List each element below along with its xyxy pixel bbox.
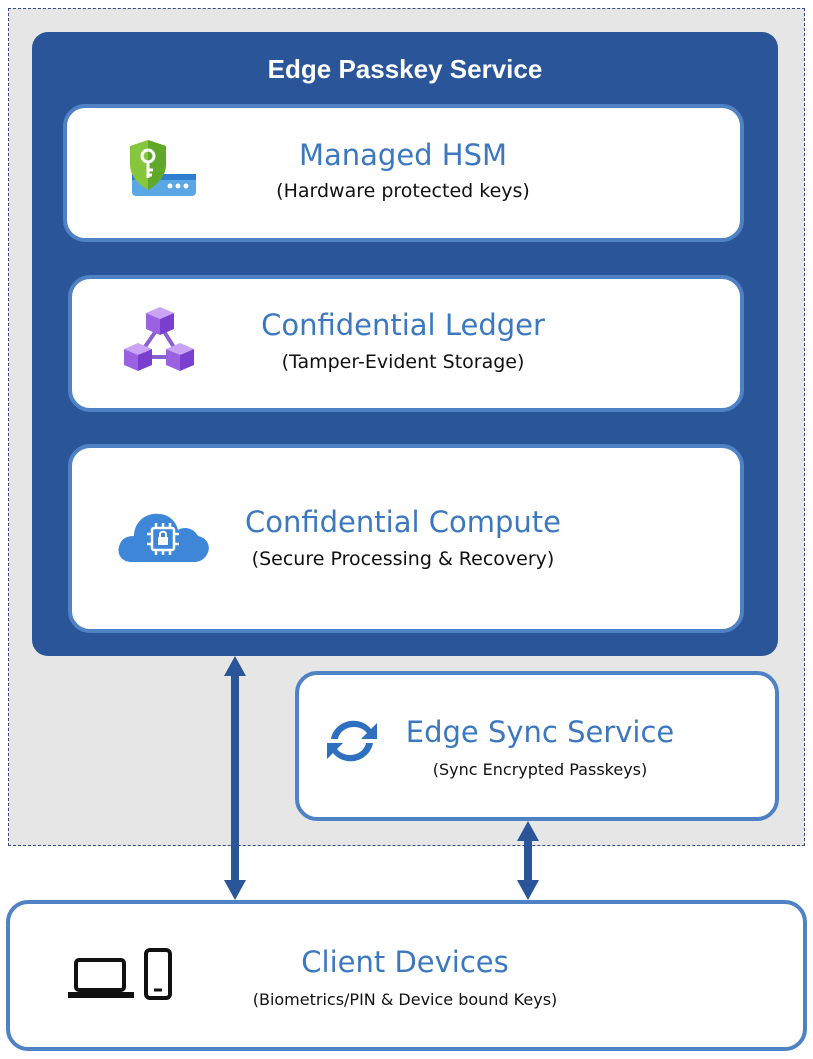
confidential-ledger-subtitle: (Tamper-Evident Storage) xyxy=(281,351,525,373)
cloud-chip-icon xyxy=(118,513,209,562)
managed-hsm-title: Managed HSM xyxy=(298,138,508,172)
confidential-compute-title: Confidential Compute xyxy=(245,505,561,539)
confidential-ledger-title: Confidential Ledger xyxy=(261,308,545,342)
ledger-cubes-icon xyxy=(124,307,194,371)
client-devices-title: Client Devices xyxy=(301,945,509,979)
sync-arrows-icon xyxy=(327,720,377,762)
edge-sync-service-card xyxy=(295,671,779,821)
client-devices-card xyxy=(6,900,807,1051)
edge-sync-service-title: Edge Sync Service xyxy=(405,715,675,749)
client-devices-subtitle: (Biometrics/PIN & Device bound Keys) xyxy=(252,990,558,1009)
sync-client-arrow xyxy=(517,821,539,900)
edge-passkey-service-title: Edge Passkey Service xyxy=(267,54,543,84)
passkey-client-arrow xyxy=(224,656,246,900)
key-shield-icon xyxy=(130,140,196,196)
edge-sync-service-subtitle: (Sync Encrypted Passkeys) xyxy=(432,760,648,779)
confidential-compute-subtitle: (Secure Processing & Recovery) xyxy=(251,548,555,570)
laptop-phone-icon xyxy=(68,948,172,1000)
managed-hsm-subtitle: (Hardware protected keys) xyxy=(276,180,530,202)
managed-hsm-card xyxy=(63,104,744,242)
